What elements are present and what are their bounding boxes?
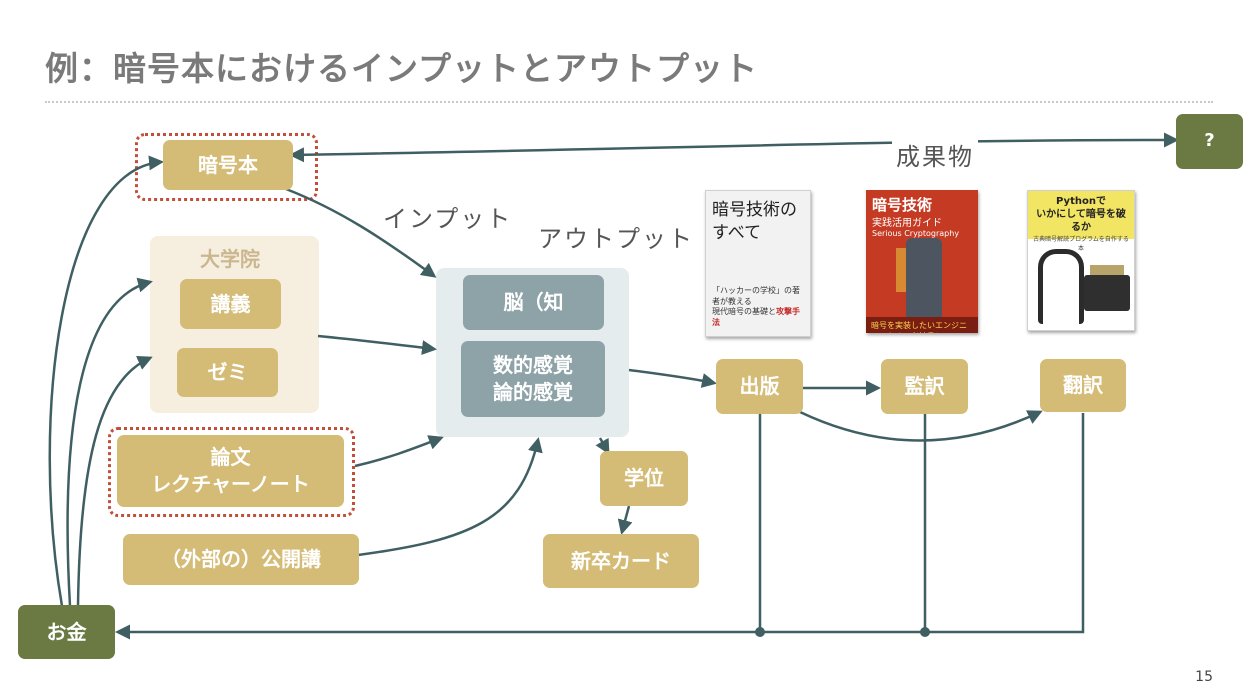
book2-figure-illustration bbox=[906, 238, 942, 318]
book-to-brain-arrow bbox=[285, 187, 437, 278]
book-cover-serious-cryptography: 暗号技術 実践活用ガイド Serious Cryptography 暗号を実装し… bbox=[866, 190, 978, 333]
book2-figure-accent bbox=[896, 248, 908, 292]
graduate-school-label: 大学院 bbox=[200, 247, 260, 271]
publish-node: 出版 bbox=[716, 359, 803, 414]
sense-node: 数的感覚 論的感覚 bbox=[461, 341, 605, 417]
seminar-node: ゼミ bbox=[177, 348, 278, 397]
brain-node: 脳（知 bbox=[463, 275, 604, 330]
crypto-book-highlight bbox=[135, 133, 318, 201]
book1-subtitle-highlight: 攻撃手法 bbox=[712, 307, 800, 327]
papers-notes-highlight bbox=[108, 427, 355, 517]
junction-dot-publish bbox=[755, 627, 765, 637]
book3-title-line1: Pythonで bbox=[1056, 196, 1106, 207]
deliverables-label: 成果物 bbox=[892, 137, 978, 172]
page-number: 15 bbox=[1195, 669, 1213, 685]
translation-node: 翻訳 bbox=[1040, 359, 1126, 412]
crypto-book-node: 暗号本 bbox=[163, 140, 293, 190]
book1-title: 暗号技術の すべて bbox=[706, 191, 810, 245]
book2-title-line2: 実践活用ガイド bbox=[872, 218, 942, 229]
papers-notes-node: 論文 レクチャーノート bbox=[117, 435, 344, 507]
degree-to-card-arrow bbox=[617, 505, 633, 535]
book2-footer: 暗号を実装したいエンジニアのための必読書！ bbox=[866, 317, 978, 333]
degree-node: 学位 bbox=[600, 451, 688, 506]
book3-snake-illustration bbox=[1038, 249, 1084, 324]
book-cover-all-about-crypto: 暗号技術の すべて 「ハッカーの学校」の著者が教える 現代暗号の基礎と攻撃手法 bbox=[705, 190, 811, 337]
notes-to-brain-arrow bbox=[354, 435, 444, 468]
book2-title: 暗号技術 bbox=[866, 190, 978, 214]
book2-title-line1: 暗号技術 bbox=[872, 196, 933, 214]
brain-to-degree-arrow bbox=[595, 437, 610, 455]
book1-title-line2: すべて bbox=[712, 222, 762, 243]
supervise-translation-node: 監訳 bbox=[881, 359, 968, 414]
unknown-node: ? bbox=[1176, 114, 1243, 169]
lecture-notes-label: レクチャーノート bbox=[151, 472, 310, 496]
book3-subtitle: 古典暗号解読プログラムを自作する本 bbox=[1033, 236, 1129, 252]
money-to-book-arrow bbox=[48, 155, 164, 607]
book3-header: Pythonで いかにして暗号を破るか 古典暗号解読プログラムを自作する本 bbox=[1028, 191, 1134, 252]
book1-title-line1: 暗号技術の bbox=[712, 200, 797, 220]
logical-sense-label: 論的感覚 bbox=[493, 380, 573, 404]
public-lecture-to-brain-arrow bbox=[357, 437, 543, 557]
book1-subtitle-line1: 「ハッカーの学校」の著者が教える bbox=[712, 286, 800, 306]
money-to-lecture-arrow bbox=[66, 277, 153, 607]
junction-dot-supervise bbox=[920, 627, 930, 637]
lecture-to-brain-arrow bbox=[317, 334, 437, 356]
book2-subtitle: Serious Cryptography bbox=[872, 229, 960, 238]
title-divider bbox=[45, 101, 1213, 103]
slide-title: 例：暗号本におけるインプットとアウトプット bbox=[45, 49, 759, 88]
output-label: アウトプット bbox=[538, 225, 694, 253]
input-label: インプット bbox=[383, 205, 513, 233]
public-lecture-node: （外部の）公開講 bbox=[123, 534, 359, 585]
book1-subtitle: 「ハッカーの学校」の著者が教える 現代暗号の基礎と攻撃手法 bbox=[712, 286, 804, 328]
new-grad-card-node: 新卒カード bbox=[543, 534, 699, 588]
book3-machine-illustration bbox=[1084, 275, 1130, 311]
publish-to-translation-arrow bbox=[799, 410, 1043, 442]
numerical-sense-label: 数的感覚 bbox=[493, 353, 573, 377]
deliverables-arrow bbox=[289, 132, 1179, 163]
money-bus-line bbox=[115, 413, 1085, 640]
brain-to-publish-arrow bbox=[628, 368, 717, 388]
money-node: お金 bbox=[18, 605, 115, 659]
book-cover-python-crypto: Pythonで いかにして暗号を破るか 古典暗号解読プログラムを自作する本 bbox=[1027, 190, 1135, 331]
book3-title-line2: いかにして暗号を破るか bbox=[1036, 209, 1126, 233]
papers-label: 論文 bbox=[210, 445, 251, 469]
lecture-node: 講義 bbox=[180, 279, 281, 329]
money-to-notes-arrow bbox=[76, 355, 153, 607]
book1-subtitle-line2: 現代暗号の基礎と bbox=[712, 307, 776, 317]
